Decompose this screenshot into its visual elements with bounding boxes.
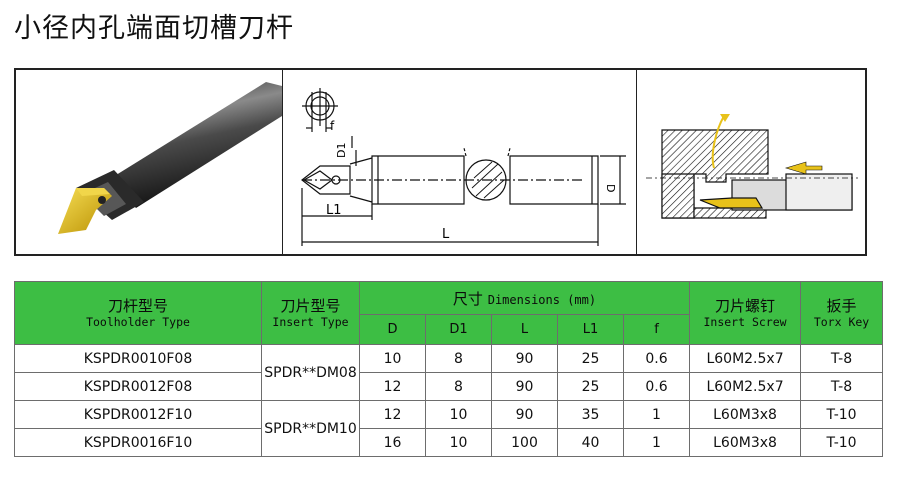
header-toolholder-en: Toolholder Type [86, 314, 190, 329]
header-l: L [491, 314, 558, 345]
header-key-en: Torx Key [813, 314, 870, 329]
table-row: KSPDR0016F10 16 10 100 40 1 L60M3x8 T-10 [14, 428, 884, 457]
cell-d: 12 [359, 400, 426, 429]
cell-f: 0.6 [622, 372, 691, 401]
machining-diagram-image [646, 114, 858, 219]
cell-screw: L60M3x8 [689, 428, 802, 457]
header-d1: D1 [425, 314, 492, 345]
cell-insert: SPDR**DM08 [261, 344, 360, 401]
cell-l1: 25 [557, 372, 624, 401]
header-dimensions-cn: 尺寸 [452, 289, 483, 308]
cell-f: 1 [622, 428, 691, 457]
header-insert-cn: 刀片型号 [280, 296, 341, 315]
header-key-cn: 扳手 [826, 296, 857, 315]
cell-screw: L60M2.5x7 [689, 344, 802, 373]
cell-key: T-10 [800, 428, 884, 457]
toolholder-photo-image [58, 82, 282, 234]
cell-key: T-10 [800, 400, 884, 429]
header-l1: L1 [557, 314, 624, 345]
figure-panel: f D1 L1 L D [14, 68, 867, 256]
dim-d1-label: D1 [335, 143, 348, 158]
cell-d1: 8 [425, 372, 492, 401]
cell-key: T-8 [800, 344, 884, 373]
cell-l: 90 [491, 372, 558, 401]
cell-d: 16 [359, 428, 426, 457]
cell-l1: 40 [557, 428, 624, 457]
cell-f: 1 [622, 400, 691, 429]
cell-toolholder: KSPDR0010F08 [14, 344, 262, 373]
specification-table: 刀杆型号 Toolholder Type 刀片型号 Insert Type 尺寸… [14, 281, 884, 457]
header-toolholder: 刀杆型号 Toolholder Type [14, 281, 262, 345]
cell-toolholder: KSPDR0012F10 [14, 400, 262, 429]
header-key: 扳手 Torx Key [800, 281, 884, 345]
cell-d1: 10 [425, 400, 492, 429]
table-row: KSPDR0012F08 12 8 90 25 0.6 L60M2.5x7 T-… [14, 372, 884, 401]
header-f: f [622, 314, 691, 345]
header-insert: 刀片型号 Insert Type [261, 281, 360, 345]
cell-l: 100 [491, 428, 558, 457]
cell-l1: 35 [557, 400, 624, 429]
cell-l: 90 [491, 344, 558, 373]
cell-toolholder: KSPDR0016F10 [14, 428, 262, 457]
dimension-drawing-image: f D1 L1 L D [301, 88, 626, 246]
dim-d-label: D [604, 184, 617, 192]
dim-f-label: f [330, 119, 335, 133]
header-screw-en: Insert Screw [703, 314, 787, 329]
header-d: D [359, 314, 426, 345]
cell-l: 90 [491, 400, 558, 429]
header-toolholder-cn: 刀杆型号 [107, 296, 168, 315]
cell-f: 0.6 [622, 344, 691, 373]
cell-d1: 8 [425, 344, 492, 373]
dim-l-label: L [442, 227, 450, 242]
header-screw-cn: 刀片螺钉 [715, 296, 776, 315]
header-screw: 刀片螺钉 Insert Screw [689, 281, 802, 345]
cell-insert: SPDR**DM10 [261, 400, 360, 457]
header-insert-en: Insert Type [272, 314, 349, 329]
cell-toolholder: KSPDR0012F08 [14, 372, 262, 401]
header-dimensions: 尺寸 Dimensions (mm) [358, 281, 691, 315]
cell-key: T-8 [800, 372, 884, 401]
cell-d: 10 [359, 344, 426, 373]
page-title: 小径内孔端面切槽刀杆 [14, 13, 294, 44]
dim-l1-label: L1 [326, 203, 342, 218]
application-diagram [636, 70, 865, 254]
cell-d1: 10 [425, 428, 492, 457]
cell-screw: L60M3x8 [689, 400, 802, 429]
cell-screw: L60M2.5x7 [689, 372, 802, 401]
cell-d: 12 [359, 372, 426, 401]
dimension-drawing: f D1 L1 L D [282, 70, 637, 254]
product-photo [16, 70, 283, 254]
table-row: KSPDR0012F10 SPDR**DM10 12 10 90 35 1 L6… [14, 400, 884, 457]
header-dimensions-en: Dimensions (mm) [487, 292, 597, 307]
cell-l1: 25 [557, 344, 624, 373]
table-row: KSPDR0010F08 SPDR**DM08 10 8 90 25 0.6 L… [14, 344, 884, 401]
